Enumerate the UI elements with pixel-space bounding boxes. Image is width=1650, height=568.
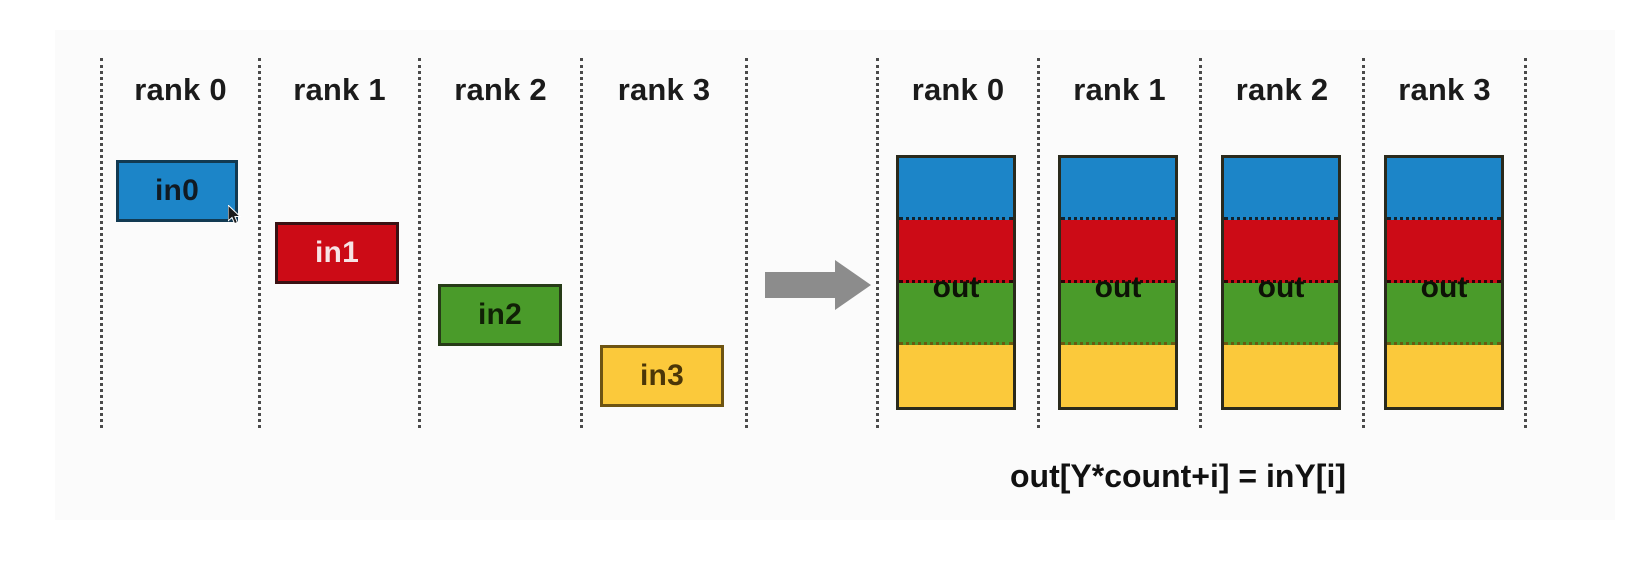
output-segment-in2 [1224, 282, 1338, 345]
output-segment-in2 [1387, 282, 1501, 345]
input-separator-1 [258, 58, 261, 428]
input-box-in3-label: in3 [640, 359, 684, 392]
input-rank-label-1: rank 1 [293, 72, 386, 107]
output-bar-rank-2[interactable]: out [1221, 155, 1341, 410]
output-segment-in0 [1387, 158, 1501, 221]
input-rank-label-3: rank 3 [617, 72, 711, 107]
output-segment-in3 [899, 344, 1013, 407]
output-bar-rank-3[interactable]: out [1384, 155, 1504, 410]
output-separator-0 [876, 58, 879, 428]
output-bar-rank-1[interactable]: out [1058, 155, 1178, 410]
input-separator-0 [100, 58, 103, 428]
output-separator-3 [1362, 58, 1365, 428]
output-segment-in2 [899, 282, 1013, 345]
output-segment-in1 [1387, 220, 1501, 283]
right-arrow-icon [765, 260, 871, 310]
output-separator-4 [1524, 58, 1527, 428]
input-box-in2[interactable]: in2 [438, 284, 562, 346]
output-segment-in1 [1061, 220, 1175, 283]
input-separator-2 [418, 58, 421, 428]
output-segment-in0 [1061, 158, 1175, 221]
input-box-in2-label: in2 [478, 298, 522, 331]
input-box-in1[interactable]: in1 [275, 222, 399, 284]
output-segment-in0 [1224, 158, 1338, 221]
output-separator-2 [1199, 58, 1202, 428]
output-rank-label-0: rank 0 [911, 72, 1005, 107]
input-box-in3[interactable]: in3 [600, 345, 724, 407]
output-segment-in3 [1061, 344, 1175, 407]
input-box-in1-label: in1 [315, 236, 359, 269]
formula-text: out[Y*count+i] = inY[i] [1010, 458, 1346, 494]
output-segment-in2 [1061, 282, 1175, 345]
output-rank-label-2: rank 2 [1235, 72, 1329, 107]
input-box-in0-label: in0 [155, 174, 199, 207]
output-segment-in1 [899, 220, 1013, 283]
output-rank-label-3: rank 3 [1398, 72, 1491, 107]
output-segment-in0 [899, 158, 1013, 221]
input-rank-label-2: rank 2 [454, 72, 547, 107]
output-bar-rank-0[interactable]: out [896, 155, 1016, 410]
output-segment-in3 [1387, 344, 1501, 407]
input-rank-label-0: rank 0 [134, 72, 227, 107]
output-separator-1 [1037, 58, 1040, 428]
input-separator-4 [745, 58, 748, 428]
output-segment-in1 [1224, 220, 1338, 283]
input-box-in0[interactable]: in0 [116, 160, 238, 222]
output-rank-label-1: rank 1 [1073, 72, 1166, 107]
output-segment-in3 [1224, 344, 1338, 407]
input-separator-3 [580, 58, 583, 428]
